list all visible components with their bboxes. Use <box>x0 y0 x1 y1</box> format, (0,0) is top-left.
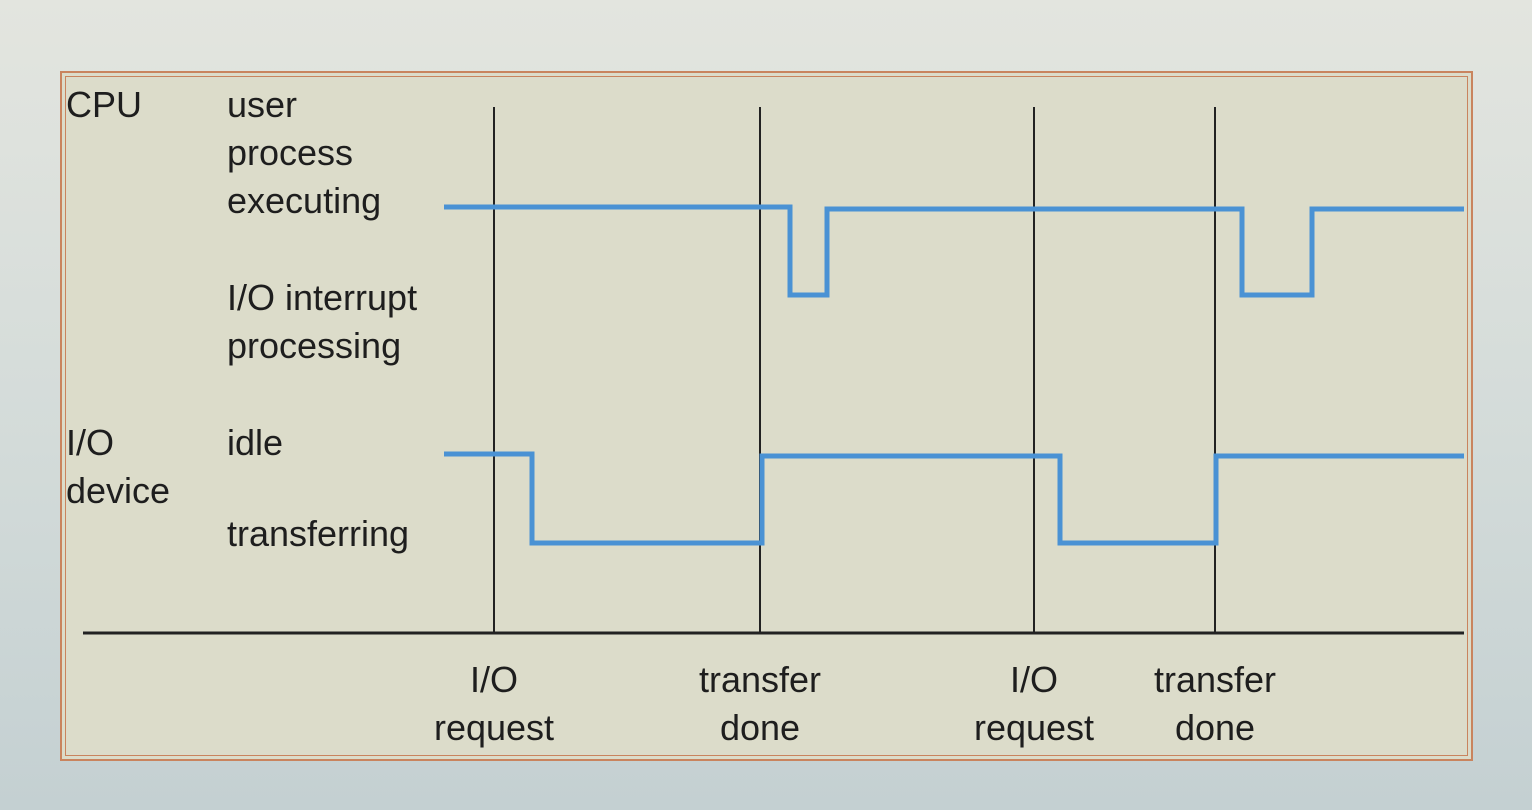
io-title-line1: I/O <box>66 422 114 463</box>
event-label-4-line1: transfer <box>1154 659 1276 700</box>
event-label-4-line2: done <box>1175 707 1255 748</box>
event-label-1-line1: I/O <box>470 659 518 700</box>
event-label-3-line2: request <box>974 707 1094 748</box>
event-label-2-line2: done <box>720 707 800 748</box>
cpu-state-interrupt-line1: I/O interrupt <box>227 277 417 318</box>
cpu-signal <box>444 204 1464 298</box>
diagram-frame <box>60 71 1473 761</box>
io-state-idle: idle <box>227 422 283 463</box>
cpu-title: CPU <box>66 84 142 125</box>
io-state-transferring: transferring <box>227 513 409 554</box>
io-device-signal <box>444 451 1464 546</box>
cpu-state-user-line2: process <box>227 132 353 173</box>
event-label-3-line1: I/O <box>1010 659 1058 700</box>
cpu-state-user-line1: user <box>227 84 297 125</box>
cpu-state-interrupt-line2: processing <box>227 325 401 366</box>
event-label-1-line2: request <box>434 707 554 748</box>
io-title-line2: device <box>66 470 170 511</box>
event-label-2-line1: transfer <box>699 659 821 700</box>
cpu-state-user-line3: executing <box>227 180 381 221</box>
